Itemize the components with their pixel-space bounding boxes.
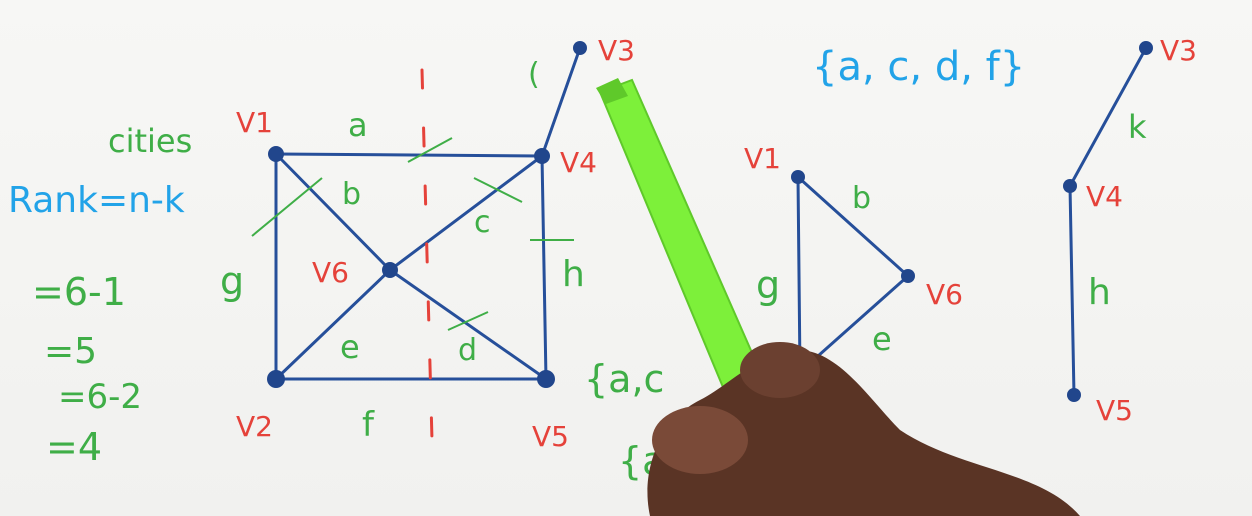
calc-line-1: =6-1	[32, 270, 126, 314]
comp2-vertex-v4	[1063, 179, 1077, 193]
knuckle	[740, 342, 820, 398]
main-graph: V1 V3 V4 V6 V2 V5 a b c d e f g h ( {a,c…	[220, 34, 665, 483]
calc-line-4: =4	[46, 425, 102, 469]
calc-line-2: =5	[44, 331, 97, 372]
label-edge-a: a	[348, 106, 368, 144]
cut-set-partial: {a,c	[584, 357, 664, 401]
comp2-vertex-v3	[1139, 41, 1153, 55]
comp2-label-k: k	[1128, 108, 1147, 146]
rank-formula: Rank=n-k	[8, 180, 185, 221]
label-edge-h: h	[562, 254, 585, 295]
label-edge-e: e	[340, 328, 360, 366]
edge-c	[388, 154, 544, 272]
vertex-v4	[534, 148, 550, 164]
comp1-label-v6: V6	[926, 278, 963, 311]
cross-mark-d	[447, 311, 489, 331]
comp1-vertex-v6	[901, 269, 915, 283]
comp1-label-b: b	[852, 181, 871, 216]
cut-set-full: {a, c, d, f}	[812, 44, 1025, 90]
label-v3: V3	[598, 34, 635, 67]
vertex-v2	[267, 370, 285, 388]
label-edge-b: b	[342, 177, 361, 212]
label-v1: V1	[236, 106, 273, 139]
comp1-label-v1: V1	[744, 142, 781, 175]
edge-a	[274, 152, 544, 158]
cross-mark-b	[251, 177, 323, 237]
comp1-vertex-v1	[791, 170, 805, 184]
edge-d	[388, 268, 548, 381]
cut-line	[420, 68, 434, 442]
component-1: V1 V6 b g e	[744, 142, 963, 374]
label-edge-d: d	[458, 333, 477, 368]
comp2-label-v3: V3	[1160, 34, 1197, 67]
vertex-v6	[382, 262, 398, 278]
comp1-label-e: e	[872, 320, 892, 358]
comp2-label-v4: V4	[1086, 180, 1123, 213]
calc-line-3: =6-2	[58, 377, 142, 417]
comp2-edge-k	[1068, 46, 1148, 188]
vertex-v1	[268, 146, 284, 162]
comp1-edge-b	[796, 175, 910, 278]
edge-k	[540, 46, 582, 158]
pen-and-hand	[596, 78, 1080, 516]
vertex-v3	[573, 41, 587, 55]
cross-mark-c	[473, 177, 523, 203]
edge-b	[274, 152, 392, 272]
finger	[652, 406, 748, 474]
edge-h	[540, 154, 548, 381]
bracket-mark: (	[528, 57, 540, 92]
component-2: {a, c, d, f} V3 V4 V5 k h	[812, 34, 1197, 427]
pen-tip	[596, 78, 628, 104]
label-edge-g: g	[220, 259, 244, 303]
cities-note: cities	[108, 122, 192, 160]
edge-e	[274, 268, 392, 381]
label-v2: V2	[236, 410, 273, 443]
label-edge-f: f	[362, 405, 375, 445]
label-v5: V5	[532, 420, 569, 453]
label-edge-c: c	[474, 205, 491, 240]
comp1-edge-g	[796, 175, 802, 374]
label-v4: V4	[560, 146, 597, 179]
comp2-label-h: h	[1088, 272, 1111, 313]
comp2-label-v5: V5	[1096, 394, 1133, 427]
comp1-label-g: g	[756, 263, 780, 307]
vertex-v5	[537, 370, 555, 388]
comp2-edge-h	[1068, 184, 1076, 397]
cross-mark-a	[407, 137, 453, 163]
label-v6: V6	[312, 256, 349, 289]
comp2-vertex-v5	[1067, 388, 1081, 402]
